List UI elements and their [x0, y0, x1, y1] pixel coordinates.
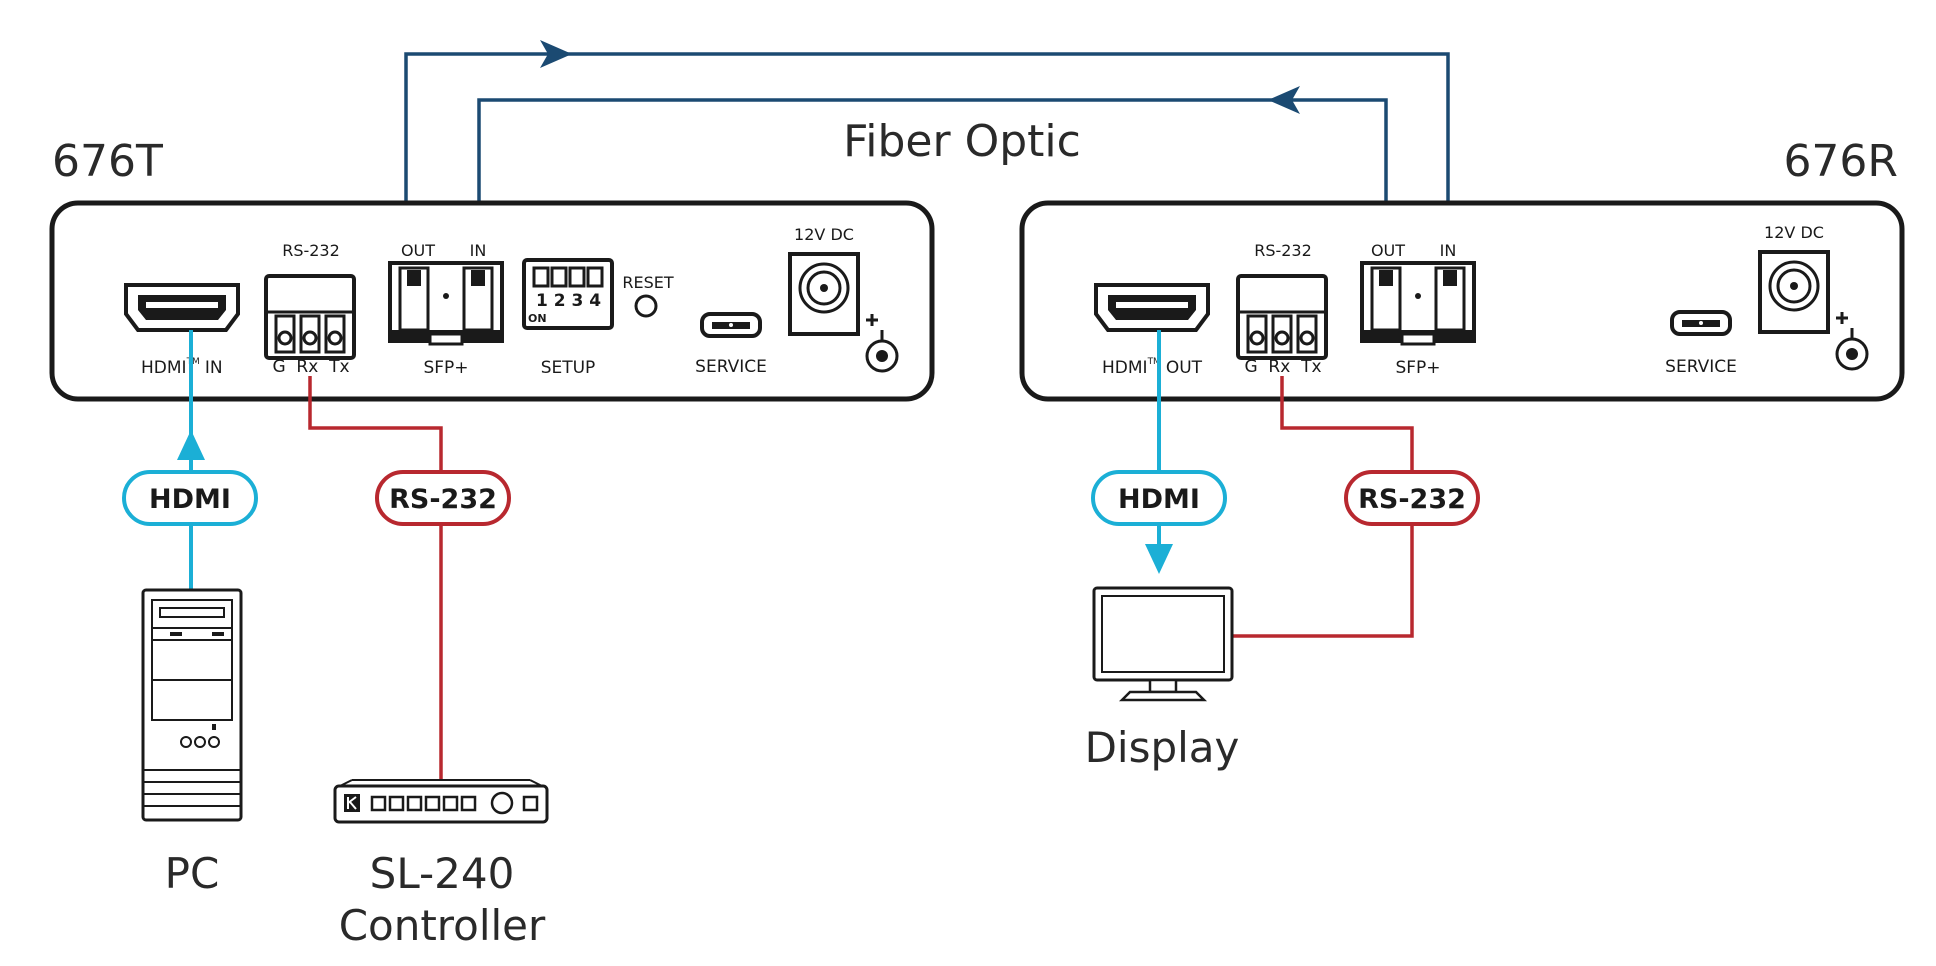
tx-setup-label: SETUP: [541, 358, 596, 378]
rx-hdmi-cable-badge: [1091, 470, 1227, 526]
fiber-line-tx-to-rx: [404, 52, 1450, 240]
controller-label-line1: SL-240: [370, 849, 515, 898]
transmitter-name: 676T: [52, 136, 163, 187]
tx-hdmi-label: HDMI: [141, 358, 187, 378]
display-monitor: Display: [1085, 586, 1240, 772]
pc-label: PC: [165, 849, 220, 898]
tx-setup-switch[interactable]: 1 2 3 4 ON SETUP: [522, 258, 614, 378]
rx-power-label: 12V DC: [1764, 223, 1824, 242]
tx-sfp-port: OUT IN SFP+: [388, 241, 504, 378]
rx-hdmi-cable-label: HDMI: [1118, 484, 1200, 515]
rx-hdmi-direction: OUT: [1166, 358, 1203, 378]
fiber-optic-links: Fiber Optic: [404, 40, 1450, 240]
tx-service-port: SERVICE: [695, 312, 767, 377]
tx-hdmi-direction: IN: [205, 358, 223, 378]
rx-rs232-port: RS-232 G Rx Tx: [1236, 241, 1328, 377]
fiber-optic-title: Fiber Optic: [843, 116, 1081, 167]
tx-rs232-pins: G Rx Tx: [272, 357, 349, 377]
fiber-line-rx-to-tx: [477, 98, 1388, 240]
tx-rs232-title: RS-232: [282, 241, 340, 260]
tx-reset-label: RESET: [622, 273, 673, 292]
pc-tower: PC: [141, 588, 243, 898]
tx-hdmi-cable-badge: [122, 470, 258, 526]
rx-hdmi-port: HDMITM OUT: [1094, 283, 1210, 378]
tx-hdmi-cable-label: HDMI: [149, 484, 231, 515]
sl240-controller: SL-240 Controller: [333, 779, 549, 950]
tx-hdmi-cable: HDMI: [122, 330, 258, 590]
tx-rs232-cable: RS-232: [308, 376, 511, 780]
arrow-up-icon: [177, 430, 205, 460]
rx-hdmi-label: HDMI: [1102, 358, 1148, 378]
rx-rs232-cable-label: RS-232: [1358, 484, 1466, 515]
arrow-down-icon: [1145, 544, 1173, 574]
dip-on-label: ON: [528, 312, 547, 325]
tx-rs232-port: RS-232 G Rx Tx: [264, 241, 356, 377]
reset-button-icon: [634, 294, 658, 318]
rx-sfp-in-label: IN: [1440, 241, 1457, 260]
rx-sfp-port: OUT IN SFP+: [1360, 241, 1476, 378]
rx-rs232-title: RS-232: [1254, 241, 1312, 260]
dip-numbers: 1 2 3 4: [536, 291, 601, 311]
controller-label-line2: Controller: [339, 901, 546, 950]
fiber-arrow-right-icon: [540, 40, 572, 68]
tx-sfp-out-label: OUT: [401, 241, 435, 260]
polarity-icon: [1835, 312, 1869, 371]
receiver-name: 676R: [1783, 136, 1898, 187]
rx-hdmi-tm: TM: [1147, 357, 1161, 367]
rx-sfp-label: SFP+: [1395, 358, 1440, 378]
rx-service-port: SERVICE: [1665, 310, 1737, 377]
tx-rs232-cable-label: RS-232: [389, 484, 497, 515]
rx-hdmi-cable: HDMI: [1091, 330, 1227, 574]
rx-service-label: SERVICE: [1665, 357, 1737, 377]
fiber-arrow-left-icon: [1268, 86, 1300, 114]
tx-power-label: 12V DC: [794, 225, 854, 244]
rx-rs232-cable-badge: [1344, 470, 1480, 526]
tx-power-port: 12V DC: [788, 225, 899, 373]
polarity-icon: [865, 314, 899, 373]
rx-rs232-cable: RS-232: [1232, 376, 1480, 638]
tx-reset-button[interactable]: RESET: [622, 273, 674, 318]
display-label: Display: [1085, 723, 1240, 772]
rx-sfp-out-label: OUT: [1371, 241, 1405, 260]
tx-service-label: SERVICE: [695, 357, 767, 377]
tx-sfp-in-label: IN: [470, 241, 487, 260]
tx-rs232-cable-badge: [375, 470, 511, 526]
receiver-panel: HDMITM OUT RS-232 G Rx Tx OUT IN: [1019, 200, 1905, 402]
rx-power-port: 12V DC: [1758, 223, 1869, 371]
pc-tower-icon: [141, 588, 243, 822]
tx-sfp-label: SFP+: [423, 358, 468, 378]
rx-rs232-pins: G Rx Tx: [1244, 357, 1321, 377]
controller-icon: [333, 784, 549, 824]
